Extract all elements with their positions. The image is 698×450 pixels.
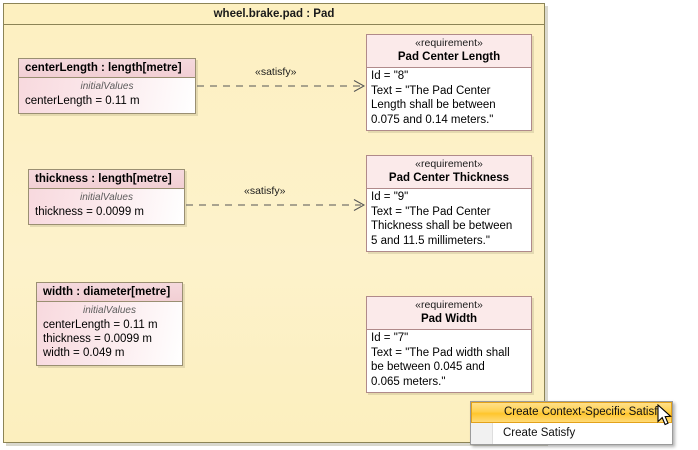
context-menu[interactable]: Create Context-Specific Satisfy Create S… (470, 401, 673, 445)
diagram-canvas[interactable]: centerLength : length[metre] initialValu… (4, 25, 544, 442)
value-line: centerLength = 0.11 m (43, 319, 158, 331)
compartment-label: initialValues (80, 81, 134, 92)
requirement-header: «requirement» Pad Width (367, 297, 531, 330)
requirement-stereotype: «requirement» (415, 299, 483, 311)
part-header-label: thickness : length[metre] (29, 170, 184, 189)
requirement-line: be between 0.045 and (371, 361, 485, 373)
menu-item-label: Create Context-Specific Satisfy (504, 406, 664, 418)
requirement-header: «requirement» Pad Center Thickness (367, 156, 531, 189)
satisfy-arrowhead-icon (353, 80, 366, 92)
requirement-body: Id = "9" Text = "The Pad Center Thicknes… (367, 189, 531, 251)
requirement-stereotype: «requirement» (415, 37, 483, 49)
requirement-box-pad-width[interactable]: «requirement» Pad Width Id = "7" Text = … (366, 296, 532, 393)
satisfy-connector-2[interactable] (186, 198, 369, 212)
menu-item-create-context-specific-satisfy[interactable]: Create Context-Specific Satisfy (471, 402, 672, 423)
menu-item-icon-gutter (471, 423, 493, 444)
part-box-centerlength[interactable]: centerLength : length[metre] initialValu… (18, 58, 196, 114)
part-body: initialValues thickness = 0.0099 m (29, 189, 184, 224)
requirement-line: Text = "The Pad Center (371, 84, 491, 97)
requirement-name: Pad Center Thickness (388, 172, 510, 184)
requirement-header: «requirement» Pad Center Length (367, 35, 531, 68)
satisfy-connector-1[interactable] (197, 79, 369, 93)
requirement-name: Pad Width (420, 313, 478, 325)
requirement-line: Text = "The Pad width shall (371, 346, 510, 359)
requirement-body: Id = "7" Text = "The Pad width shall be … (367, 330, 531, 392)
value-line: width = 0.049 m (43, 347, 125, 359)
part-header-label: width : diameter[metre] (37, 283, 182, 302)
compartment-label: initialValues (83, 305, 136, 316)
diagram-title: wheel.brake.pad : Pad (4, 4, 544, 25)
diagram-frame: wheel.brake.pad : Pad centerLength : len… (3, 3, 545, 443)
requirement-box-pad-center-length[interactable]: «requirement» Pad Center Length Id = "8"… (366, 34, 532, 131)
compartment-label: initialValues (80, 192, 133, 203)
requirement-line: 0.075 and 0.14 meters." (371, 113, 494, 126)
value-line: centerLength = 0.11 m (25, 95, 140, 107)
menu-item-create-satisfy[interactable]: Create Satisfy (471, 423, 672, 444)
requirement-box-pad-center-thickness[interactable]: «requirement» Pad Center Thickness Id = … (366, 155, 532, 252)
part-header-label: centerLength : length[metre] (19, 59, 195, 78)
satisfy-label-1: «satisfy» (255, 66, 297, 78)
part-body: initialValues centerLength = 0.11 m thic… (37, 302, 182, 365)
menu-item-icon-gutter (472, 403, 494, 422)
menu-item-label: Create Satisfy (503, 427, 576, 439)
requirement-body: Id = "8" Text = "The Pad Center Length s… (367, 68, 531, 130)
requirement-line: 5 and 11.5 millimeters." (371, 234, 490, 247)
requirement-name: Pad Center Length (397, 51, 501, 63)
part-body: initialValues centerLength = 0.11 m (19, 78, 195, 113)
requirement-line: Id = "7" (371, 332, 409, 344)
requirement-stereotype: «requirement» (415, 158, 483, 170)
requirement-line: Length shall be between (371, 99, 496, 111)
satisfy-label-2: «satisfy» (244, 185, 286, 197)
value-line: thickness = 0.0099 m (43, 333, 152, 345)
requirement-line: Id = "9" (371, 191, 409, 203)
requirement-line: 0.065 meters." (371, 375, 446, 388)
requirement-line: Id = "8" (371, 70, 409, 82)
value-line: thickness = 0.0099 m (35, 206, 144, 218)
requirement-line: Thickness shall be between (371, 220, 513, 232)
requirement-line: Text = "The Pad Center (371, 205, 491, 218)
part-box-width[interactable]: width : diameter[metre] initialValues ce… (36, 282, 183, 366)
satisfy-arrowhead-icon (353, 199, 366, 211)
part-box-thickness[interactable]: thickness : length[metre] initialValues … (28, 169, 185, 225)
